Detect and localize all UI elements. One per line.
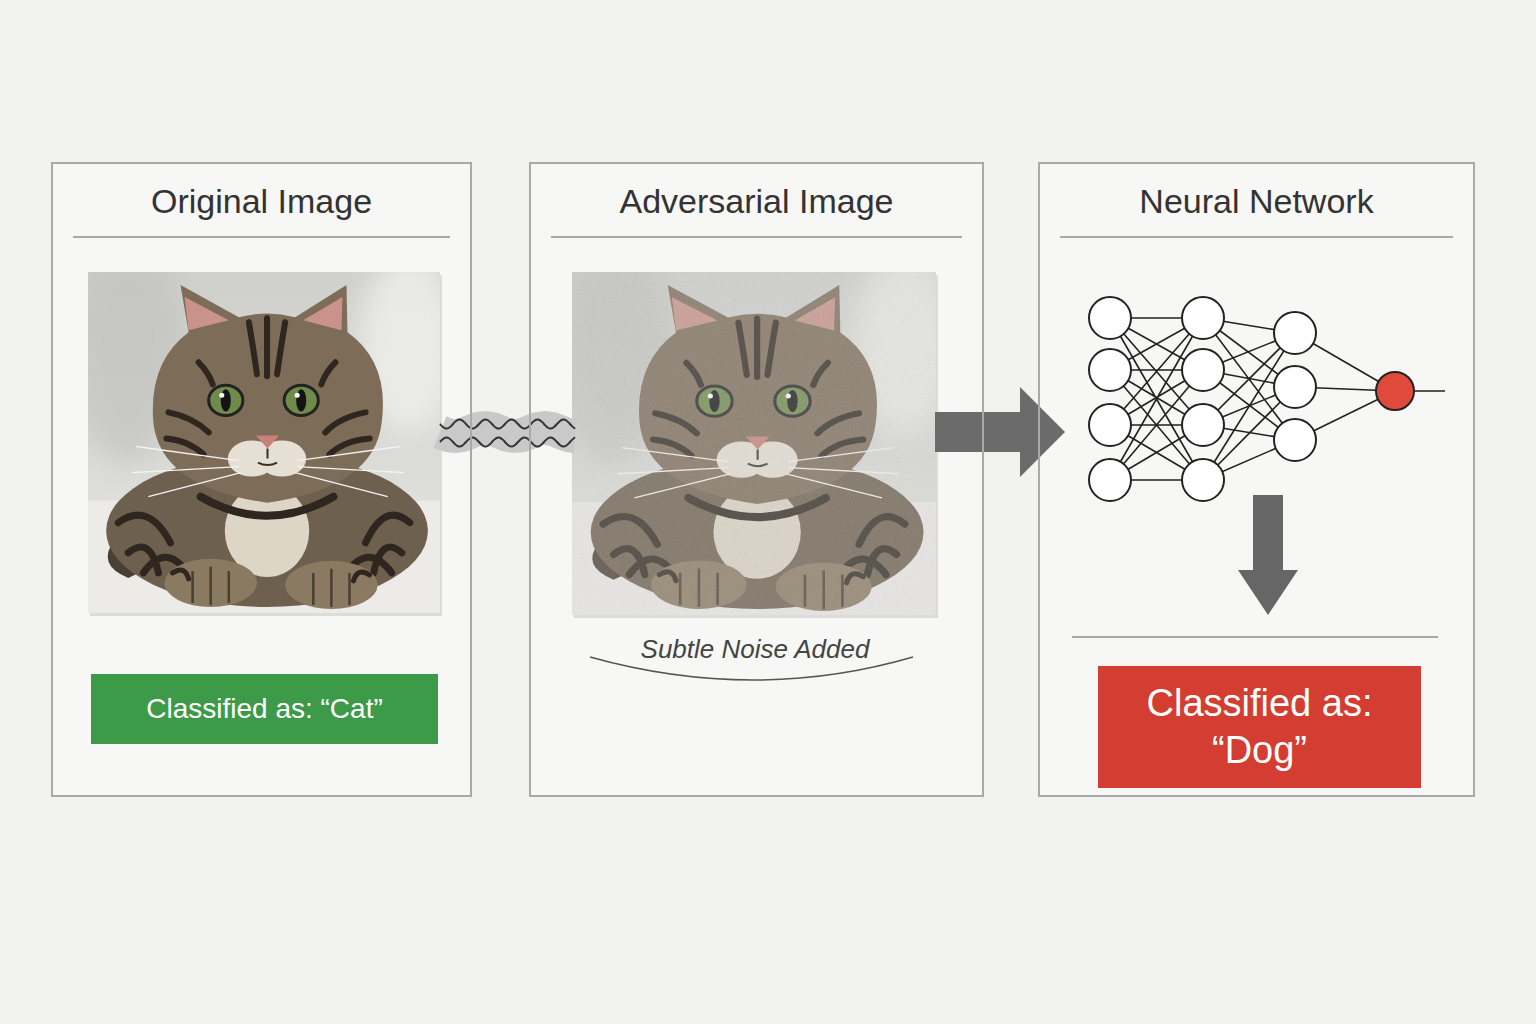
noise-connector bbox=[440, 419, 575, 446]
network-symbol bbox=[1089, 297, 1445, 501]
divider-rule bbox=[1072, 636, 1438, 638]
cat-photo bbox=[68, 242, 460, 616]
result-text: Classified as: “Dog” bbox=[1116, 680, 1403, 775]
annotation: Subtle Noise Added bbox=[605, 634, 905, 664]
panel-heading: Original Image bbox=[73, 164, 450, 238]
adversarial-cat-photo bbox=[551, 242, 957, 618]
result-label: Classified as: “Cat” bbox=[91, 674, 438, 744]
block-arrow bbox=[935, 387, 1065, 477]
flow-arrow bbox=[935, 387, 1065, 477]
image-panel: Original ImageClassified as: “Cat” bbox=[51, 162, 472, 797]
noise-wave bbox=[440, 437, 575, 446]
output-arrow bbox=[1238, 495, 1298, 615]
result-label: Classified as: “Dog” bbox=[1098, 666, 1421, 788]
panel-heading: Neural Network bbox=[1060, 164, 1453, 238]
noise-wave bbox=[440, 419, 575, 428]
panel-grounds bbox=[51, 162, 1475, 797]
image-panel: Adversarial Image bbox=[529, 162, 984, 797]
panel-heading: Adversarial Image bbox=[551, 164, 962, 238]
result-text: Classified as: “Cat” bbox=[146, 692, 383, 726]
network-panel: Neural NetworkClassified as: “Dog” bbox=[1038, 162, 1475, 797]
noise-band bbox=[440, 428, 575, 436]
